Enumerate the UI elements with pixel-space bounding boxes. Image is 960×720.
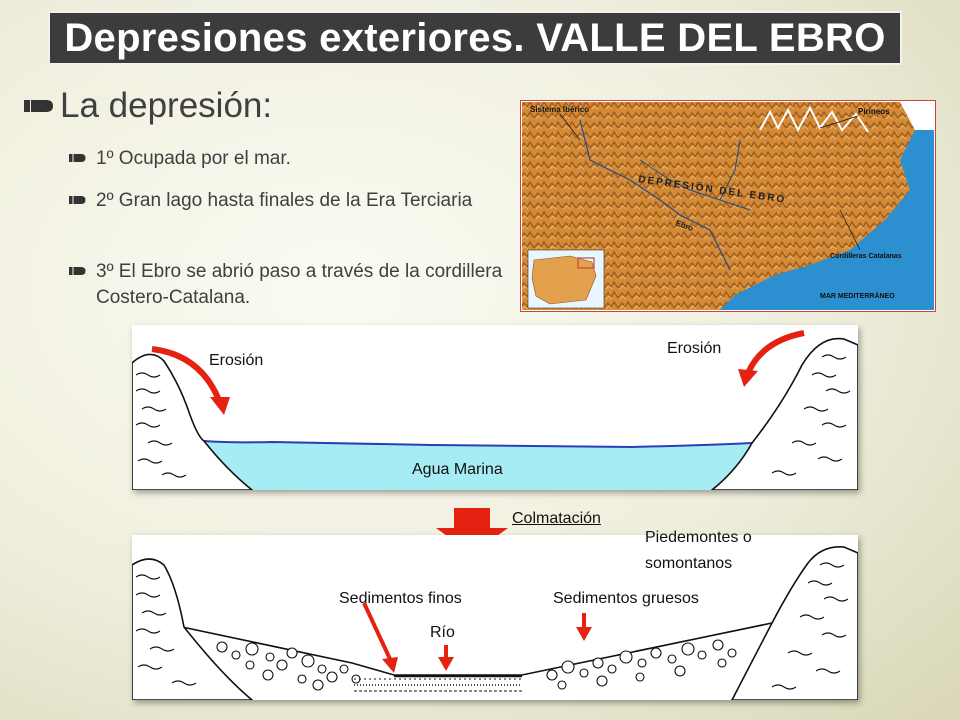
map-label-pirineos: Pirineos (858, 107, 890, 116)
pointing-hand-icon (69, 196, 86, 204)
river-label: Río (430, 624, 455, 641)
sea-water (204, 441, 752, 490)
somontanos-label: somontanos (645, 555, 733, 572)
relief-map: DEPRESIÓN DEL EBRO Ebro Sistema Ibérico … (519, 99, 937, 313)
pointing-hand-icon (69, 154, 86, 162)
sedimentation-drawing (132, 546, 858, 700)
right-hill (731, 546, 858, 700)
relief-map-image: DEPRESIÓN DEL EBRO Ebro Sistema Ibérico … (519, 99, 937, 313)
piedemontes-label: Piedemontes o (645, 529, 752, 546)
map-label-mar: MAR MEDITERRÁNEO (820, 291, 895, 300)
erosion-arrow-left (151, 346, 223, 405)
map-label-cordilleras: Cordilleras Catalanas (830, 253, 902, 260)
coarse-sediments-label: Sedimentos gruesos (553, 590, 699, 607)
erosion-label-left: Erosión (209, 352, 264, 369)
page-title: Depresiones exteriores. VALLE DEL EBRO (64, 15, 886, 60)
pointing-hand-icon (24, 100, 53, 112)
heading-item: La depresión: (24, 86, 272, 126)
bullet-item: 1º Ocupada por el mar. (69, 146, 506, 172)
diagram-marine-basin: Erosión Erosión Agua Marina (132, 325, 858, 490)
bullet-text: 1º Ocupada por el mar. (96, 148, 291, 169)
colmatacion-label: Colmatación (512, 510, 601, 527)
erosion-label-right: Erosión (667, 340, 722, 357)
right-hill (710, 337, 858, 490)
sea-water-label: Agua Marina (412, 461, 503, 478)
bullet-item: 2º Gran lago hasta finales de la Era Ter… (69, 188, 506, 214)
erosion-arrow-right (745, 330, 805, 375)
heading-text: La depresión: (60, 86, 273, 125)
basin-drawing (132, 330, 858, 490)
fine-sediments-label: Sedimentos finos (339, 590, 462, 607)
diagram-sedimentation: Piedemontes o somontanos Sedimentos fino… (132, 529, 858, 700)
arrow-fine-sediments (362, 602, 392, 660)
bullet-text: 3º El Ebro se abrió paso a través de la … (96, 261, 503, 308)
coarse-sediments (216, 639, 737, 691)
title-banner: Depresiones exteriores. VALLE DEL EBRO (48, 11, 902, 65)
bullet-item: 3º El Ebro se abrió paso a través de la … (69, 259, 506, 311)
pointing-hand-icon (69, 267, 86, 275)
left-hill (132, 558, 254, 700)
fine-sediments (354, 674, 522, 692)
left-hill (132, 353, 254, 490)
map-label-sistema-iberico: Sistema Ibérico (530, 105, 589, 114)
bullet-text: 2º Gran lago hasta finales de la Era Ter… (96, 190, 473, 211)
